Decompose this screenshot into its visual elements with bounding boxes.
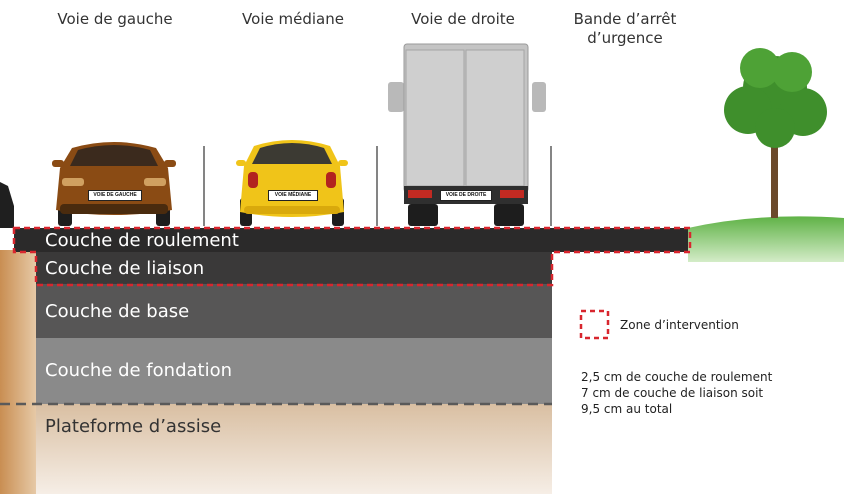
intervention-zone-outline xyxy=(12,226,692,287)
layer-label-roulement: Couche de roulement xyxy=(45,230,239,251)
legend-note: 2,5 cm de couche de roulement 7 cm de co… xyxy=(581,369,772,417)
lane-label-shoulder: Bande d’arrêt d’urgence xyxy=(540,10,710,48)
tree-canopy xyxy=(724,48,827,148)
base-layer xyxy=(36,284,552,338)
left-barrier xyxy=(0,182,14,228)
shoulder-label-line2: d’urgence xyxy=(587,29,663,47)
legend-note-line1: 2,5 cm de couche de roulement xyxy=(581,370,773,384)
lane-label-left: Voie de gauche xyxy=(57,10,173,28)
legend-zone-swatch xyxy=(579,309,610,340)
legend-note-line2: 7 cm de couche de liaison soit xyxy=(581,386,764,400)
plate-right: VOIE DE DROITE xyxy=(440,190,492,201)
legend-note-line3: 9,5 cm au total xyxy=(581,402,673,416)
grass-verge xyxy=(688,216,844,262)
truck-icon xyxy=(388,43,546,226)
car-middle-icon xyxy=(236,140,348,226)
plate-left: VOIE DE GAUCHE xyxy=(88,190,142,201)
layer-label-assise: Plateforme d’assise xyxy=(45,416,222,437)
liaison-layer xyxy=(36,252,552,284)
assise-layer xyxy=(36,404,552,494)
shoulder-label-line1: Bande d’arrêt xyxy=(573,10,677,28)
plate-middle: VOIE MÉDIANE xyxy=(268,190,318,201)
layer-label-base: Couche de base xyxy=(45,301,190,322)
tree-trunk xyxy=(771,130,778,218)
layer-label-liaison: Couche de liaison xyxy=(45,258,205,279)
car-left-icon xyxy=(52,142,176,226)
fondation-layer xyxy=(36,338,552,404)
lane-label-right: Voie de droite xyxy=(411,10,515,28)
legend-zone-label: Zone d’intervention xyxy=(620,318,739,332)
lane-label-middle: Voie médiane xyxy=(242,10,344,28)
embankment-soil xyxy=(0,250,36,494)
layer-label-fondation: Couche de fondation xyxy=(45,360,233,381)
roulement-layer xyxy=(14,228,690,252)
